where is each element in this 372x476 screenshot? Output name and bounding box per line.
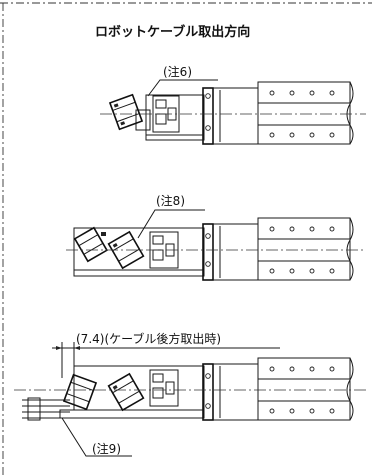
view-middle — [66, 209, 366, 281]
view-top — [100, 79, 366, 145]
diagram-title: ロボットケーブル取出方向 — [95, 24, 250, 40]
rear-exit-dimension-label: (7.4)(ケーブル後方取出時) — [76, 331, 221, 346]
view-bottom — [14, 342, 366, 457]
note-9-label: (注9) — [92, 441, 121, 456]
note-6-label: (注6) — [163, 64, 192, 79]
note-8-label: (注8) — [156, 193, 185, 208]
